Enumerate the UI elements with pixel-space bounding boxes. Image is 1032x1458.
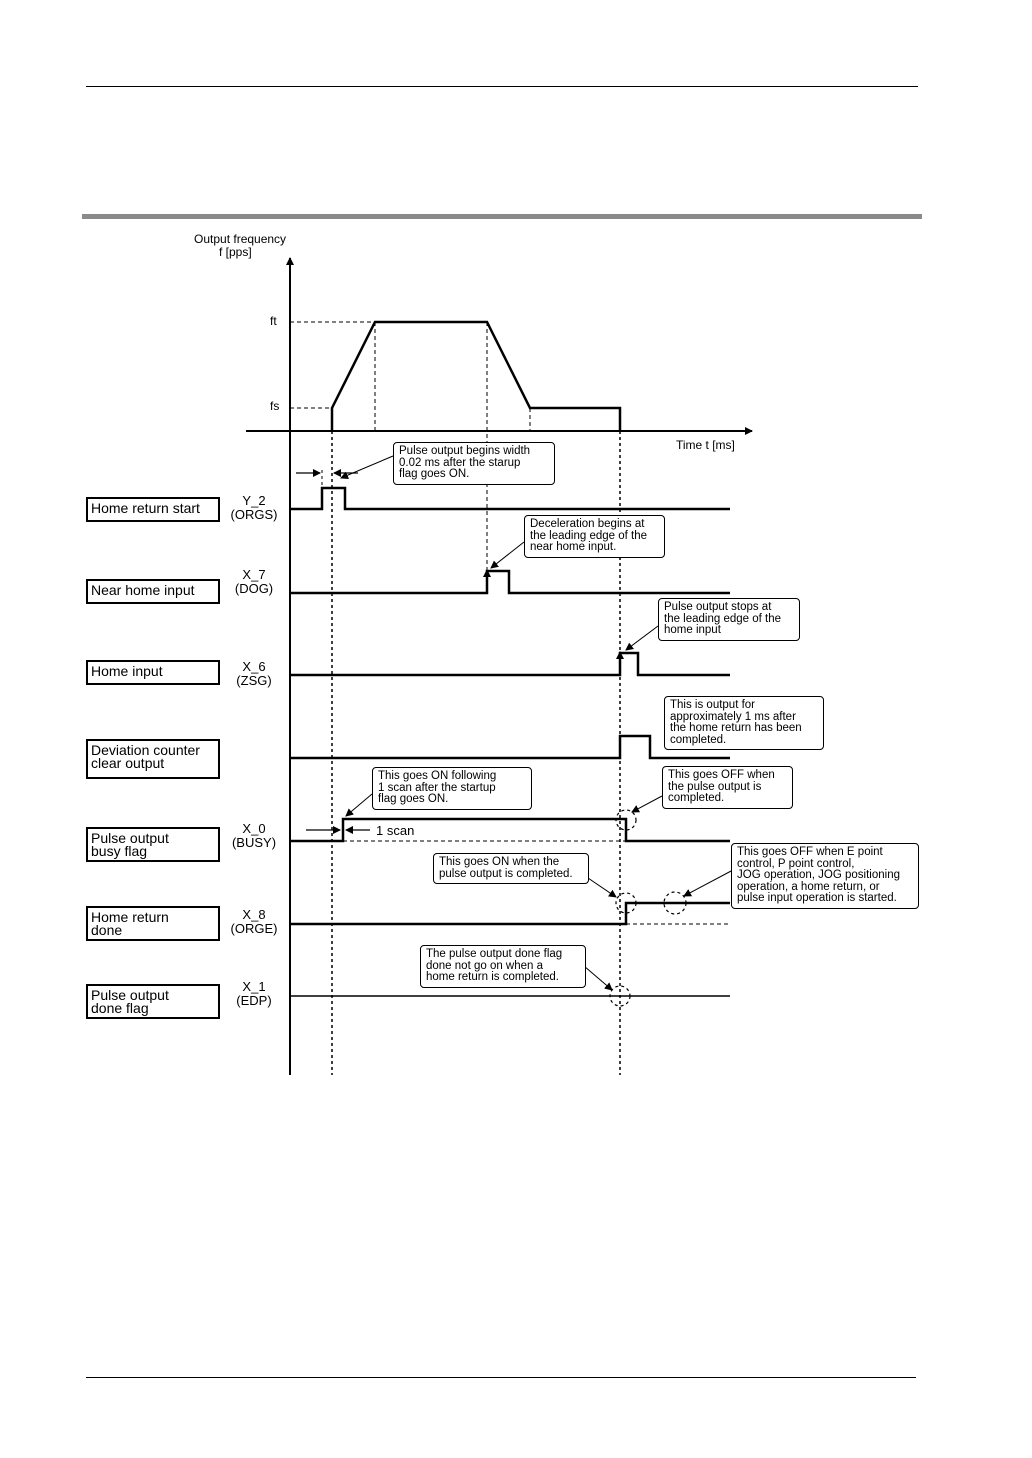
note-deviation: This is output for approximately 1 ms af… [664, 696, 824, 750]
orge-waveform [290, 901, 730, 926]
note-edp: The pulse output done flag done not go o… [420, 945, 586, 988]
dog-waveform [290, 569, 730, 595]
callout-arrow-stop [625, 625, 659, 651]
signal-code-busy: X_0 (BUSY) [231, 821, 277, 850]
edp-circle [609, 985, 631, 1007]
section-divider [82, 214, 922, 219]
zsg-waveform [290, 651, 730, 677]
signal-code-zsg: X_6 (ZSG) [236, 659, 272, 688]
signal-code-dog: X_7 (DOG) [234, 567, 274, 596]
signal-box-home-return-done: Home return done [86, 906, 220, 941]
busy-off-circle [615, 809, 637, 831]
note-decel: Deceleration begins at the leading edge … [524, 515, 665, 558]
signal-code-orge: X_8 (ORGE) [230, 907, 278, 936]
done-off-circle [663, 891, 687, 915]
page-top-rule [86, 86, 918, 87]
signal-box-near-home-input: Near home input [86, 579, 220, 604]
callout-arrow-busy-off [631, 795, 663, 813]
busy-waveform [290, 817, 730, 843]
callout-arrow-busy-on [345, 793, 373, 817]
signal-box-busy-flag: Pulse output busy flag [86, 827, 220, 862]
y-axis-title: Output frequency f [pps] [194, 232, 287, 259]
note-startup: Pulse output begins width 0.02 ms after … [393, 442, 555, 485]
signal-box-deviation-counter: Deviation counter clear output [86, 739, 220, 779]
note-stop: Pulse output stops at the leading edge o… [658, 598, 800, 641]
ft-label: ft [270, 314, 277, 328]
signal-code-orgs: Y_2 (ORGS) [230, 493, 278, 522]
callout-arrow-edp [583, 965, 613, 991]
callout-arrow-done-on [587, 877, 617, 898]
callout-arrow-startup [340, 455, 394, 479]
orgs-waveform [290, 486, 730, 511]
signal-box-done-flag: Pulse output done flag [86, 984, 220, 1019]
fs-label: fs [270, 399, 280, 413]
signal-box-home-input: Home input [86, 660, 220, 685]
scan-label: 1 scan [376, 823, 415, 838]
x-axis-title: Time t [ms] [676, 438, 735, 452]
signal-code-edp: X_1 (EDP) [236, 979, 272, 1008]
deviation-waveform [290, 734, 730, 760]
callout-arrow-done-off [683, 869, 734, 897]
note-busy-on: This goes ON following 1 scan after the … [372, 767, 532, 810]
note-done-off: This goes OFF when E point control, P po… [731, 843, 919, 909]
note-done-on: This goes ON when the pulse output is co… [433, 853, 589, 884]
callout-arrow-decel [490, 541, 525, 569]
page-bottom-rule [86, 1377, 916, 1378]
done-on-circle [615, 892, 637, 914]
note-busy-off: This goes OFF when the pulse output is c… [662, 766, 793, 809]
signal-box-home-return-start: Home return start [86, 497, 220, 522]
